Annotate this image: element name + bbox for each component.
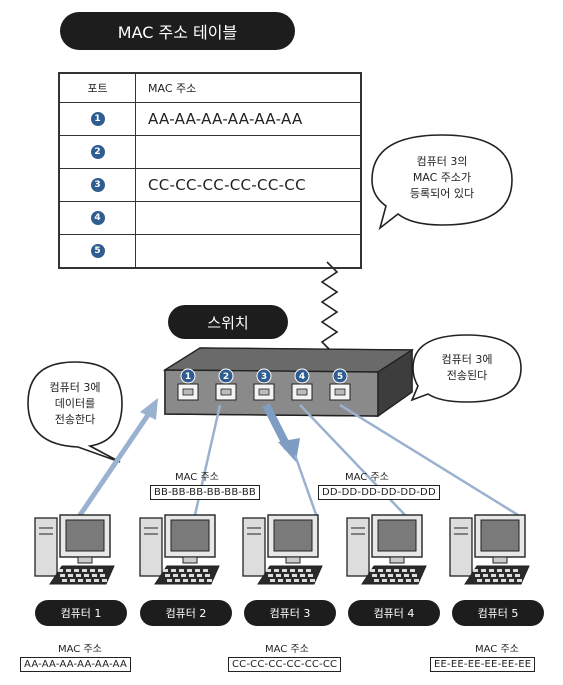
bubble-switch-shape [410, 334, 522, 403]
table-row: 3 CC-CC-CC-CC-CC-CC [60, 169, 360, 202]
switch-title: 스위치 [168, 305, 288, 339]
pc1-label: 컴퓨터 1 [35, 600, 127, 626]
bubble-line: 전송한다 [54, 413, 96, 426]
bubble-line: 등록되어 있다 [409, 187, 475, 200]
port-number-badge: 3 [90, 178, 105, 192]
send-arrow [75, 398, 158, 520]
bubble-sender-shape [27, 361, 123, 463]
table-header: 포트 MAC 주소 [60, 74, 360, 103]
mac-box-pc3: CC-CC-CC-CC-CC-CC [228, 657, 342, 672]
table-mac-value: AA-AA-AA-AA-AA-AA [148, 110, 303, 128]
mac-table-title: MAC 주소 테이블 [60, 12, 295, 50]
mac-label-pc3: MAC 주소 [265, 644, 309, 655]
port-number-badge: 4 [90, 211, 105, 225]
switch-port: 1 [177, 368, 199, 401]
table-row: 2 [60, 136, 360, 169]
zigzag-cable [320, 261, 339, 353]
mac-label-pc4: MAC 주소 [345, 472, 389, 483]
switch-port: 4 [291, 368, 313, 401]
table-mac-value [136, 235, 360, 267]
bubble-switch-text: 컴퓨터 3에 전송된다 [420, 352, 514, 384]
bubble-line: 컴퓨터 3에 [49, 381, 101, 394]
mac-label-pc2: MAC 주소 [175, 472, 219, 483]
pc3-label: 컴퓨터 3 [244, 600, 336, 626]
table-mac-value: CC-CC-CC-CC-CC-CC [148, 176, 306, 194]
mac-box-pc4: DD-DD-DD-DD-DD-DD [318, 485, 440, 500]
table-row: 1 AA-AA-AA-AA-AA-AA [60, 103, 360, 136]
port-number-badge: 5 [90, 244, 105, 258]
switch-port: 3 [253, 368, 275, 401]
switch-port-number: 4 [299, 372, 305, 382]
bubble-line: MAC 주소가 [412, 171, 472, 184]
switch-port-number: 2 [223, 372, 229, 382]
port-number-badge: 2 [90, 145, 105, 159]
link-pc5 [339, 403, 519, 517]
bubble-line: 데이터를 [54, 397, 96, 410]
table-mac-value [136, 136, 360, 168]
bubble-line: 전송된다 [446, 369, 488, 382]
switch-port-number: 1 [185, 372, 191, 382]
mac-label-pc5: MAC 주소 [475, 644, 519, 655]
header-port: 포트 [60, 74, 136, 102]
port-number-badge: 1 [90, 112, 105, 126]
header-mac: MAC 주소 [148, 82, 197, 95]
bubble-line: 컴퓨터 3의 [416, 155, 468, 168]
mac-box-pc5: EE-EE-EE-EE-EE-EE [430, 657, 536, 672]
switch-port: 5 [329, 368, 351, 401]
computer-icon [34, 514, 115, 585]
computer-icon [346, 514, 427, 585]
bubble-table-text: 컴퓨터 3의 MAC 주소가 등록되어 있다 [382, 154, 502, 202]
switch-device [162, 347, 415, 418]
mac-box-pc1: AA-AA-AA-AA-AA-AA [20, 657, 132, 672]
mac-address-table: 포트 MAC 주소 1 AA-AA-AA-AA-AA-AA 2 3 CC-CC-… [58, 72, 362, 269]
table-mac-value [136, 202, 360, 234]
table-row: 5 [60, 235, 360, 267]
mac-label-pc1: MAC 주소 [58, 644, 102, 655]
computer-icon [139, 514, 220, 585]
link-pc3 [293, 454, 320, 521]
pc5-label: 컴퓨터 5 [452, 600, 544, 626]
bubble-line: 컴퓨터 3에 [441, 353, 493, 366]
mac-box-pc2: BB-BB-BB-BB-BB-BB [150, 485, 260, 500]
bubble-sender-text: 컴퓨터 3에 데이터를 전송한다 [33, 380, 117, 428]
table-row: 4 [60, 202, 360, 235]
switch-port: 2 [215, 368, 237, 401]
switch-port-number: 3 [261, 372, 267, 382]
pc2-label: 컴퓨터 2 [140, 600, 232, 626]
bubble-table-shape [371, 134, 513, 231]
computer-icon [242, 514, 323, 585]
pc4-label: 컴퓨터 4 [348, 600, 440, 626]
computer-icon [449, 514, 530, 585]
switch-port-number: 5 [337, 372, 343, 382]
